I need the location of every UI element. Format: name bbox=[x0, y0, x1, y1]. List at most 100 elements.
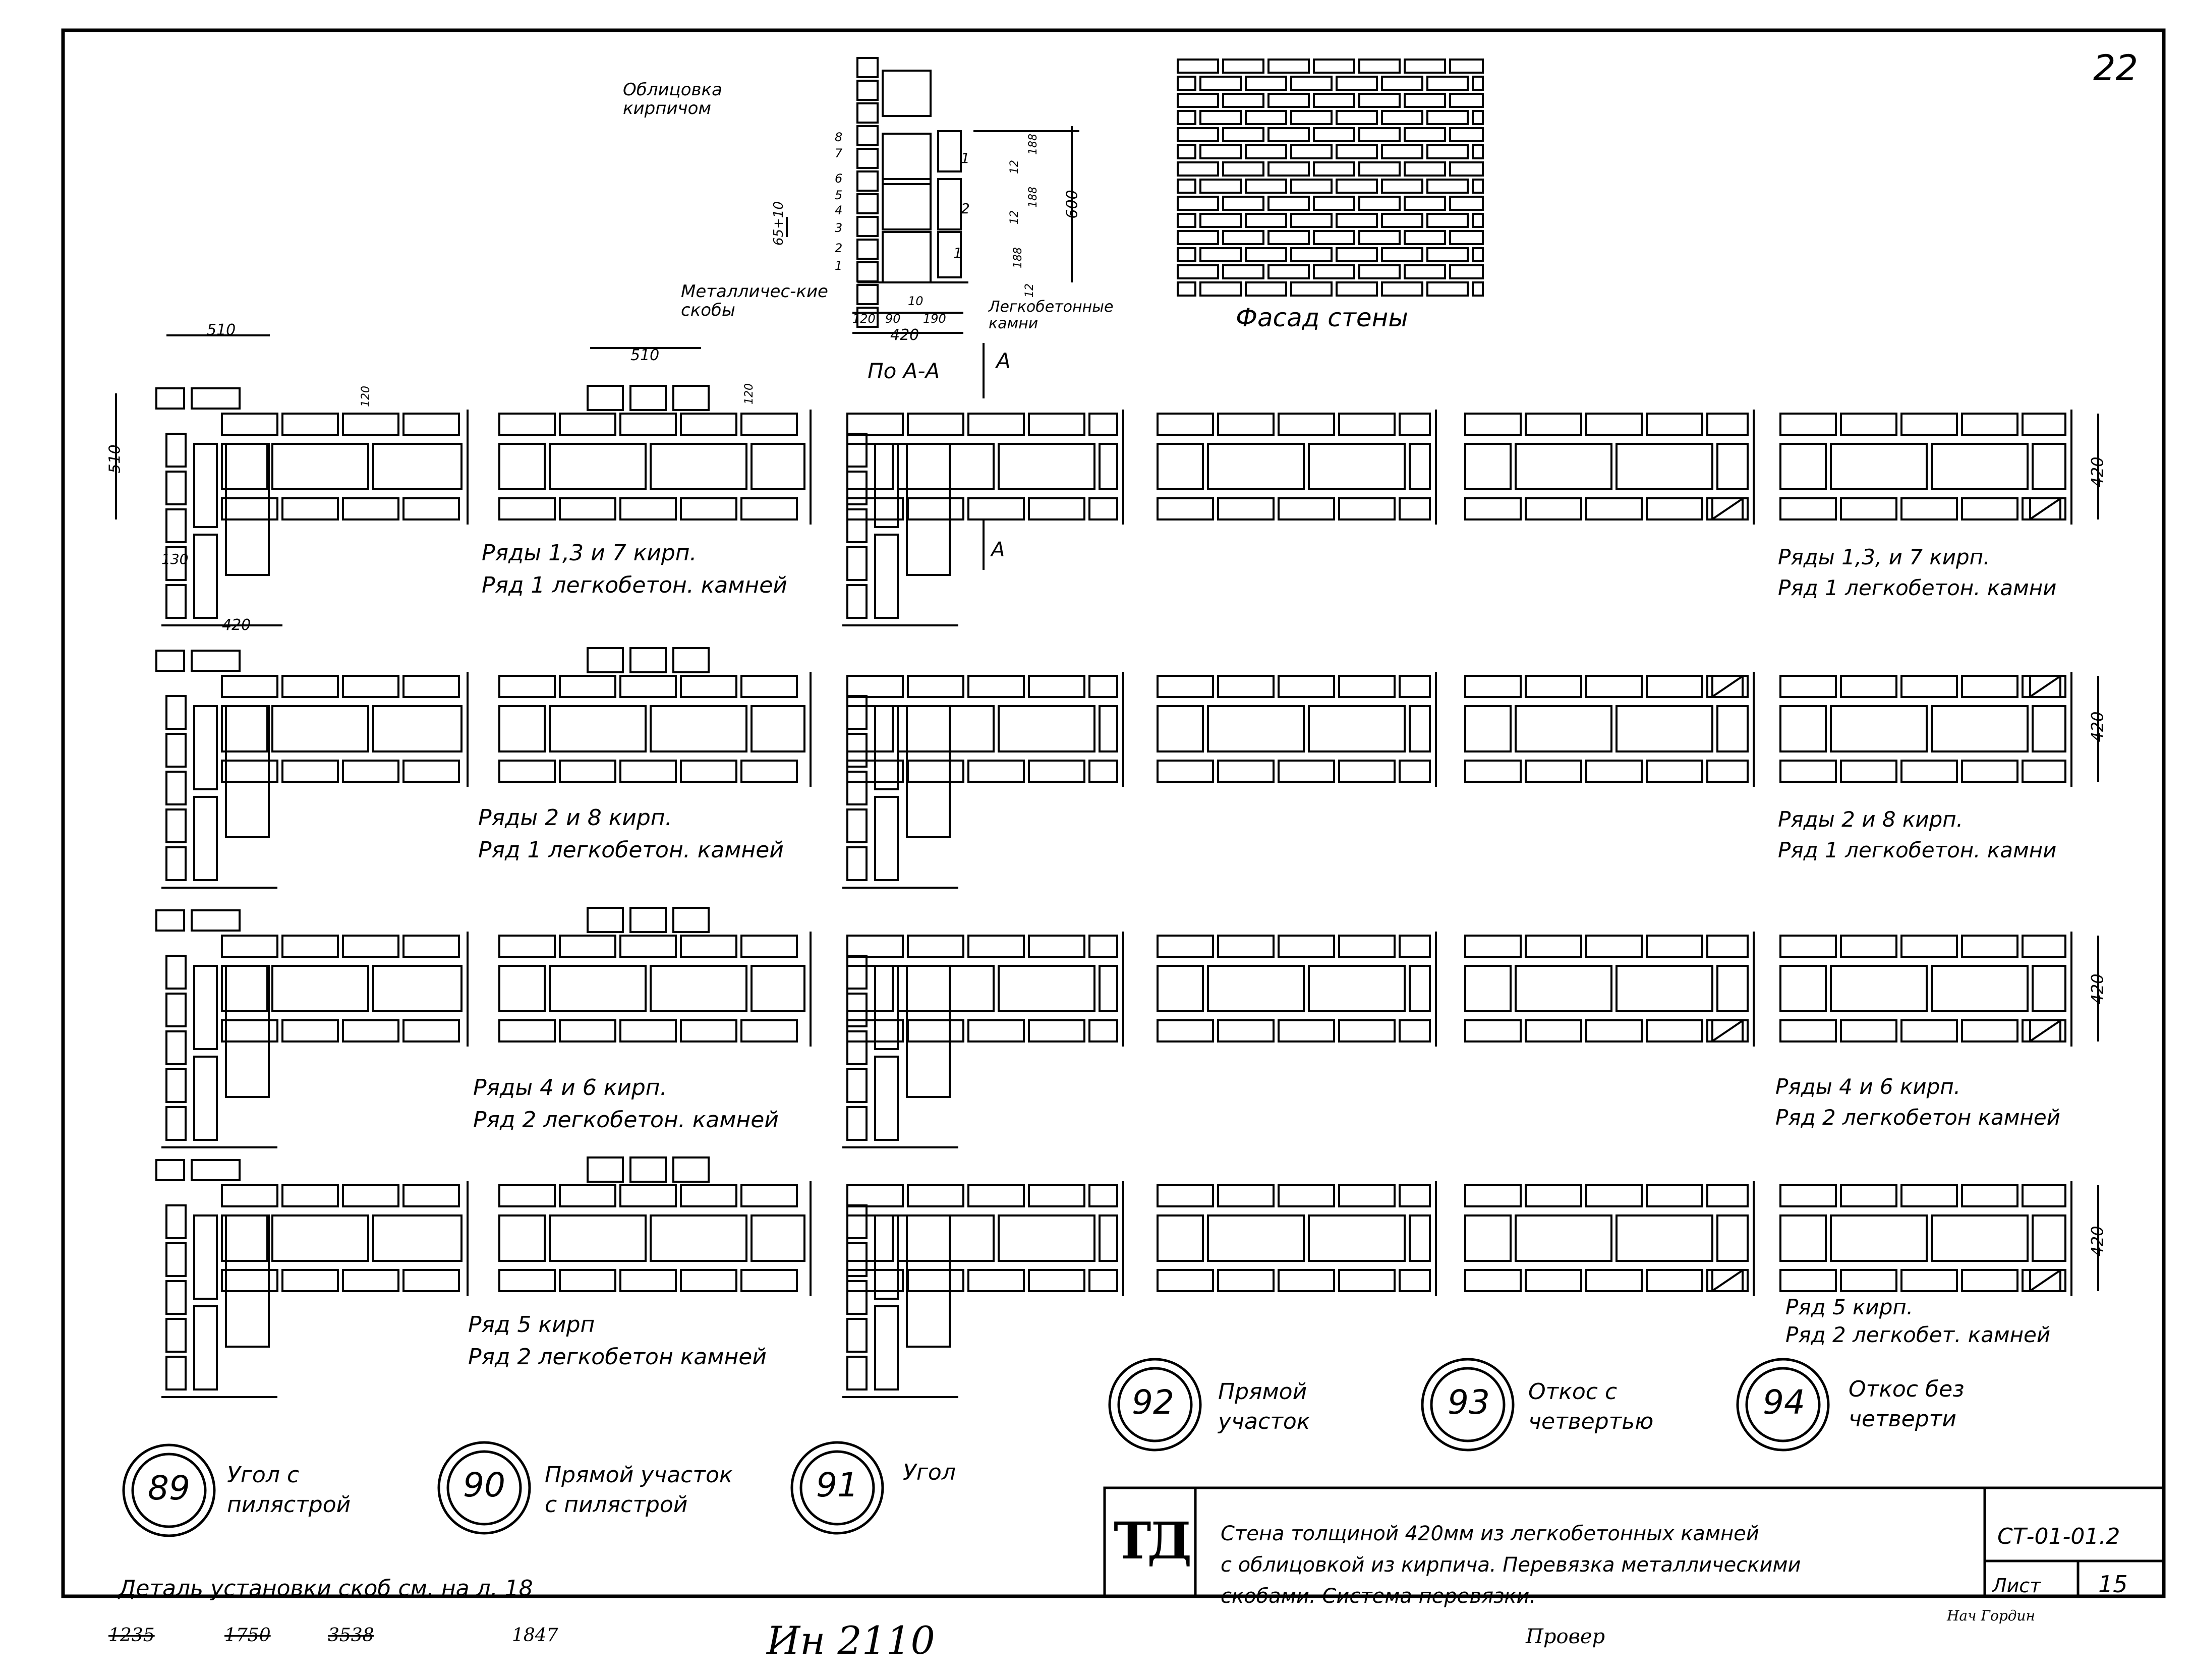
brick bbox=[1525, 675, 1582, 698]
title-line3: скобами. Система перевязки. bbox=[1221, 1585, 1536, 1608]
stone-vertical bbox=[225, 705, 270, 838]
brick-vertical bbox=[165, 1068, 187, 1103]
brick bbox=[402, 1184, 460, 1207]
brick bbox=[1464, 413, 1522, 436]
brick bbox=[221, 497, 278, 520]
brick-vertical bbox=[165, 993, 187, 1027]
brick bbox=[1900, 935, 1958, 958]
brick bbox=[1088, 935, 1118, 958]
facade-brick bbox=[1290, 144, 1333, 159]
course-number: 4 bbox=[835, 203, 843, 217]
cut-brick-diagonal bbox=[1712, 676, 1743, 697]
brick bbox=[680, 1019, 737, 1042]
course-number: 5 bbox=[835, 188, 843, 202]
facade-brick bbox=[1177, 179, 1196, 194]
stone-block bbox=[882, 231, 932, 283]
facade-brick bbox=[1290, 247, 1333, 262]
dim-120-a: 120 bbox=[360, 386, 372, 407]
row2-right-caption: Ряды 2 и 8 кирп. Ряд 1 легкобетон. камни bbox=[1778, 804, 2056, 866]
stone-block bbox=[1716, 443, 1749, 490]
brick bbox=[740, 413, 798, 436]
brick bbox=[1338, 497, 1396, 520]
brick bbox=[1217, 497, 1275, 520]
facade-brick bbox=[1426, 179, 1469, 194]
row2-right-line1: Ряды 2 и 8 кирп. bbox=[1778, 807, 1964, 832]
facade-brick bbox=[1290, 213, 1333, 228]
brick-vertical bbox=[846, 1280, 868, 1315]
brick bbox=[1779, 935, 1837, 958]
brick bbox=[1900, 1269, 1958, 1292]
stone-block bbox=[1779, 1214, 1827, 1262]
cut-brick-diagonal bbox=[1712, 1020, 1743, 1041]
brick bbox=[1961, 675, 2018, 698]
brick bbox=[1779, 1019, 1837, 1042]
brick bbox=[907, 1184, 964, 1207]
cut-brick bbox=[2029, 1269, 2061, 1292]
facade-brick bbox=[1449, 161, 1484, 177]
facade-brick bbox=[1222, 230, 1264, 245]
stone-block bbox=[1716, 1214, 1749, 1262]
cut-brick bbox=[2029, 1019, 2061, 1042]
cladding-brick bbox=[856, 307, 879, 328]
facade-brick bbox=[1199, 281, 1242, 297]
node-circle-inner bbox=[1430, 1367, 1506, 1442]
brick bbox=[498, 497, 556, 520]
brick-vertical bbox=[846, 1318, 868, 1353]
brick bbox=[937, 178, 962, 230]
brick bbox=[967, 935, 1025, 958]
stone-block bbox=[1409, 965, 1431, 1012]
brick bbox=[281, 675, 339, 698]
brick bbox=[1585, 1184, 1643, 1207]
facade-drawing bbox=[1177, 59, 1484, 297]
brick-vertical bbox=[165, 808, 187, 843]
brick bbox=[1525, 1184, 1582, 1207]
cladding-brick bbox=[856, 57, 879, 78]
facade-brick bbox=[1381, 76, 1423, 91]
facade-brick bbox=[1199, 247, 1242, 262]
brick bbox=[967, 675, 1025, 698]
facade-brick bbox=[1381, 144, 1423, 159]
brick bbox=[1088, 1019, 1118, 1042]
brick bbox=[1840, 1184, 1897, 1207]
title-logo: ТД bbox=[1114, 1511, 1192, 1571]
brick-vertical bbox=[165, 1204, 187, 1239]
stone-block bbox=[549, 1214, 647, 1262]
node-92-caption: Прямой участок bbox=[1218, 1377, 1310, 1437]
inventory-number: Ин 2110 bbox=[767, 1618, 935, 1663]
brick-vertical bbox=[165, 846, 187, 881]
stone-block bbox=[1830, 1214, 1928, 1262]
stone-block bbox=[1207, 443, 1305, 490]
brick bbox=[1840, 497, 1897, 520]
brick-vertical bbox=[846, 1030, 868, 1065]
brick bbox=[1646, 497, 1703, 520]
cut-brick bbox=[1711, 497, 1744, 520]
brick-pilaster bbox=[672, 385, 710, 411]
stone-vertical bbox=[906, 443, 951, 576]
brick-vertical bbox=[165, 771, 187, 805]
stone-block bbox=[498, 705, 546, 752]
brick bbox=[1585, 935, 1643, 958]
brick bbox=[1088, 675, 1118, 698]
brick bbox=[559, 1269, 616, 1292]
brick bbox=[1278, 675, 1335, 698]
facade-brick bbox=[1404, 161, 1446, 177]
brick bbox=[1157, 760, 1214, 783]
bond-number: 1 bbox=[961, 150, 970, 166]
stone-vertical bbox=[225, 443, 270, 576]
facade-brick bbox=[1426, 281, 1469, 297]
section-detail-drawing bbox=[786, 57, 1079, 398]
brick bbox=[680, 1184, 737, 1207]
row2-right-line2: Ряд 1 легкобетон. камни bbox=[1778, 837, 2057, 862]
brick-vertical bbox=[165, 1030, 187, 1065]
title-block bbox=[63, 1486, 2165, 1598]
dim-510-top-left: 510 bbox=[207, 321, 236, 339]
stone-block bbox=[1931, 443, 2029, 490]
facade-brick bbox=[1267, 127, 1310, 142]
brick bbox=[1900, 497, 1958, 520]
brick bbox=[680, 413, 737, 436]
brick bbox=[1217, 413, 1275, 436]
node-90-caption-line1: Прямой участок bbox=[545, 1462, 733, 1488]
facade-brick bbox=[1472, 110, 1484, 125]
cladding-brick bbox=[856, 80, 879, 101]
node-89-caption-line2: пилястрой bbox=[227, 1492, 351, 1518]
